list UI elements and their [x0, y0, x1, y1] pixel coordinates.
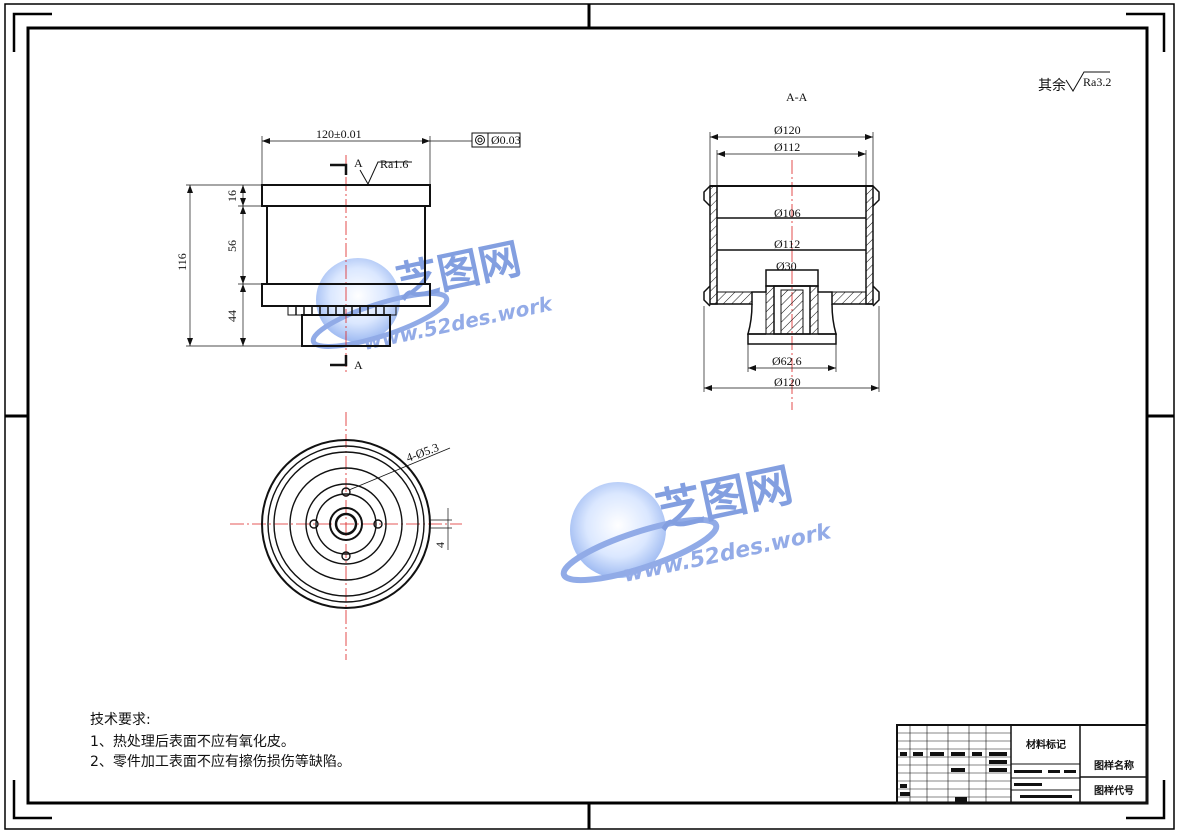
svg-text:4-Ø5.3: 4-Ø5.3: [404, 440, 440, 465]
roughness-note: 其余 Ra3.2: [1038, 71, 1111, 94]
svg-text:Ø112: Ø112: [774, 140, 800, 154]
svg-text:Ø0.03: Ø0.03: [491, 133, 521, 147]
svg-text:图样代号: 图样代号: [1094, 784, 1134, 797]
svg-text:4: 4: [433, 542, 447, 548]
bottom-view: [230, 412, 462, 660]
title-block: [896, 724, 1148, 804]
svg-text:Ø120: Ø120: [774, 375, 801, 389]
concentricity-icon: [475, 135, 485, 145]
svg-text:120±0.01: 120±0.01: [316, 127, 362, 141]
svg-text:材料标记: 材料标记: [1026, 738, 1066, 751]
technical-requirements: 技术要求: 1、热处理后表面不应有氧化皮。 2、零件加工表面不应有擦伤损伤等缺陷…: [90, 712, 351, 770]
svg-text:2、零件加工表面不应有擦伤损伤等缺陷。: 2、零件加工表面不应有擦伤损伤等缺陷。: [90, 753, 351, 770]
bottom-view-labels: 4-Ø5.3 4: [404, 440, 447, 548]
svg-text:其余: 其余: [1038, 77, 1066, 94]
sheet-frame: [4, 3, 1175, 830]
svg-text:Ra1.6: Ra1.6: [380, 157, 408, 171]
watermark-1: 芝图网 www.52des.work: [310, 234, 556, 355]
svg-text:芝图网: 芝图网: [392, 234, 525, 308]
svg-text:Ra3.2: Ra3.2: [1083, 75, 1111, 89]
svg-text:Ø120: Ø120: [774, 123, 801, 137]
svg-text:Ø30: Ø30: [776, 259, 797, 273]
svg-text:116: 116: [175, 253, 189, 271]
svg-text:Ø106: Ø106: [774, 206, 801, 220]
svg-text:技术要求:: 技术要求:: [90, 712, 151, 728]
section-mark: A-A: [786, 90, 808, 104]
svg-text:1、热处理后表面不应有氧化皮。: 1、热处理后表面不应有氧化皮。: [90, 733, 295, 750]
svg-text:44: 44: [225, 310, 239, 322]
svg-text:芝图网: 芝图网: [651, 457, 797, 539]
svg-text:56: 56: [225, 240, 239, 252]
svg-text:A: A: [354, 358, 363, 372]
watermark-2: 芝图网 www.52des.work: [560, 457, 835, 588]
section-view-labels: Ø120 Ø112 Ø106 Ø112 Ø30 Ø62.6 Ø120: [772, 123, 802, 389]
svg-text:A: A: [354, 156, 363, 170]
front-view: [186, 132, 521, 372]
svg-text:Ø62.6: Ø62.6: [772, 354, 802, 368]
globe-icon: [570, 482, 666, 578]
front-view-labels: 120±0.01 Ø0.03 Ra1.6 116 16 56 44 A A: [175, 127, 521, 372]
title-block-labels: 材料标记 图样名称 图样代号: [1026, 738, 1134, 797]
svg-text:16: 16: [225, 190, 239, 202]
svg-text:Ø112: Ø112: [774, 237, 800, 251]
svg-text:图样名称: 图样名称: [1094, 759, 1134, 772]
section-view: [703, 132, 880, 410]
